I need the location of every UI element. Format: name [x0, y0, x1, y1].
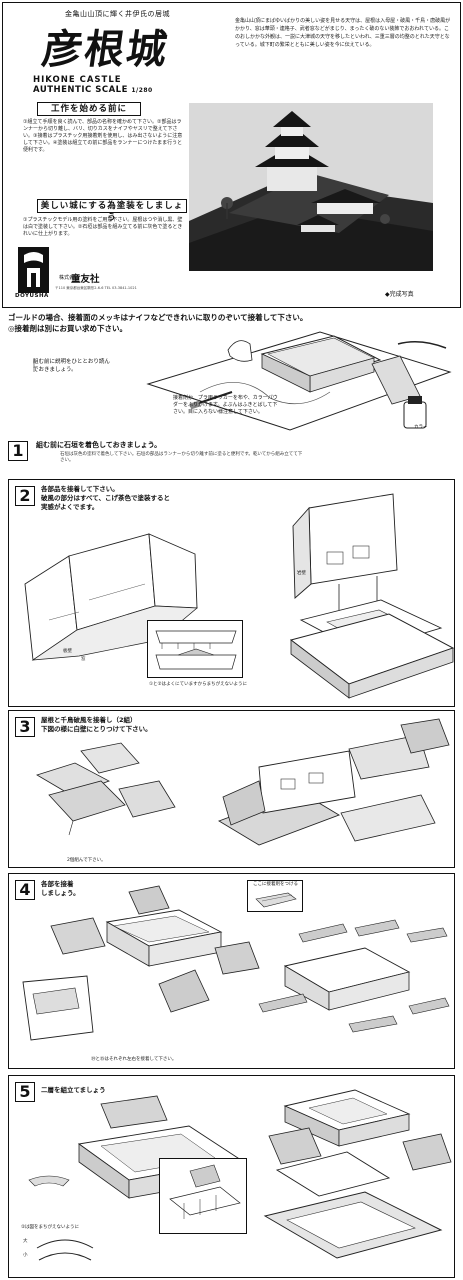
- glue-note: ◎接着剤は別にお買い求め下さい。: [8, 324, 128, 333]
- step-2-label-window: 窓: [81, 657, 86, 662]
- before-start-heading: 工作を始める前に: [37, 102, 141, 116]
- finished-model-photo: [189, 103, 433, 271]
- step-2-label-stone-wall: 岩壁: [297, 571, 306, 576]
- step-5-title: 二層を組立てましょう: [41, 1086, 106, 1094]
- step-5-label-small: 小: [23, 1253, 28, 1258]
- step-2-subtitle: 破風の部分はすべて、こげ茶色で塗装すると: [41, 494, 170, 502]
- tagline: 金亀山山頂に輝く井伊氏の居城: [65, 10, 170, 18]
- step-4-number: 4: [15, 880, 35, 900]
- title-english: HIKONE CASTLE: [33, 75, 122, 85]
- step-1-title: 組む前に石垣を着色しておきましょう。: [36, 441, 162, 449]
- step-2-wall-assembly-diagram: [24, 493, 455, 699]
- step-3-number: 3: [15, 717, 35, 737]
- step-4-roof-attach-diagram: [22, 885, 450, 1041]
- step-4-note: ㉔と㉕はそれぞれ左右を接着して下さい。: [91, 1057, 177, 1062]
- maker-address: 〒110 東京都台東区駒形2-6-6 TEL 03-3841-1021: [55, 286, 137, 290]
- read-first-note: 組む前に説明をひととおり読んでおきましょう。: [33, 359, 110, 373]
- step-1-number: 1: [8, 441, 28, 461]
- step-4-glue-label: ここに接着剤をつける: [253, 882, 298, 887]
- before-start-text: ①組立て手順を良く読んで、部品の名称を確かめて下さい。②部品はランナーから切り離…: [23, 119, 183, 153]
- step-5-label-large: 大: [23, 1239, 28, 1244]
- painting-heading: 美しい城にする為塗装をしましょう: [37, 199, 187, 223]
- scale-label: AUTHENTIC SCALE 1/280: [33, 85, 153, 95]
- step-1-note: 石垣は灰色の塗料で着色して下さい。石垣の部品はランナーから切り離す前に塗ると便利…: [60, 452, 303, 463]
- step-5-detail-inset: [159, 1158, 247, 1234]
- brand-text: DOYUSHA: [15, 293, 49, 299]
- step-2-panel: 2 各部品を接着して下さい。 破風の部分はすべて、こげ茶色で塗装すると 実感がよ…: [8, 479, 455, 707]
- castle-description: 金亀山山頂にまばゆいばかりの美しい姿を見せる天守は、屋根は入母屋・破風・千鳥・唐…: [235, 18, 451, 48]
- step-4-panel: 4 各部を接着 しましょう。: [8, 873, 455, 1069]
- maker-name: 童友社: [71, 274, 100, 285]
- photo-caption: ◆完成写真: [385, 291, 414, 298]
- step-2-note: ①と②はよくにていますからまちがえないように: [149, 682, 247, 687]
- header-panel: 金亀山山頂に輝く井伊氏の居城 彦根城 HIKONE CASTLE AUTHENT…: [2, 2, 461, 308]
- step-3-roof-assembly-diagram: [36, 718, 450, 846]
- step-3-title: 屋根と千鳥破風を接着し（2組）: [41, 716, 137, 724]
- step-3-panel: 3 屋根と千鳥破風を接着し（2組） 下図の様に白壁にとりつけて下さい。 2個組ん…: [8, 710, 455, 868]
- step-4-title: 各部を接着: [41, 880, 74, 888]
- step-5-note: ②は図をまちがえないように: [21, 1225, 79, 1230]
- step-2-title: 各部品を接着して下さい。: [41, 485, 119, 493]
- step-2-detail-inset: [147, 620, 243, 678]
- powder-brush-note: 接着剤か、プラ用ラッカーを布や、カラーパウダーをふりかけます。よぶんはふきとばし…: [173, 395, 278, 415]
- gold-plating-note: ゴールドの場合、接着面のメッキはナイフなどできれいに取りのぞいて接着して下さい。: [8, 313, 308, 322]
- scale-value: 1/280: [131, 87, 153, 94]
- maker-label: 株式会社: [59, 275, 80, 281]
- step-2-subtitle-2: 実感がよくでます。: [41, 503, 99, 511]
- paint-jar-label: カラー: [414, 425, 428, 430]
- step-4-subtitle: しましょう。: [41, 889, 80, 897]
- step-3-subtitle: 下図の様に白壁にとりつけて下さい。: [41, 725, 152, 733]
- step-5-number: 5: [15, 1082, 35, 1102]
- step-3-note: 2個組んで下さい。: [67, 858, 106, 863]
- painting-text: ①プラスチックモデル用の塗料をご用意下さい。屋根はつや消し黒、壁は白で塗装して下…: [23, 217, 183, 237]
- doyusha-logo: [18, 247, 49, 293]
- step-5-panel: 5 二層を組立てましょう: [8, 1075, 455, 1278]
- step-2-label-board-wall: 板壁: [63, 649, 72, 654]
- base-painting-illustration: [33, 331, 452, 431]
- step-4-glue-inset: [247, 880, 303, 912]
- step-2-number: 2: [15, 486, 35, 506]
